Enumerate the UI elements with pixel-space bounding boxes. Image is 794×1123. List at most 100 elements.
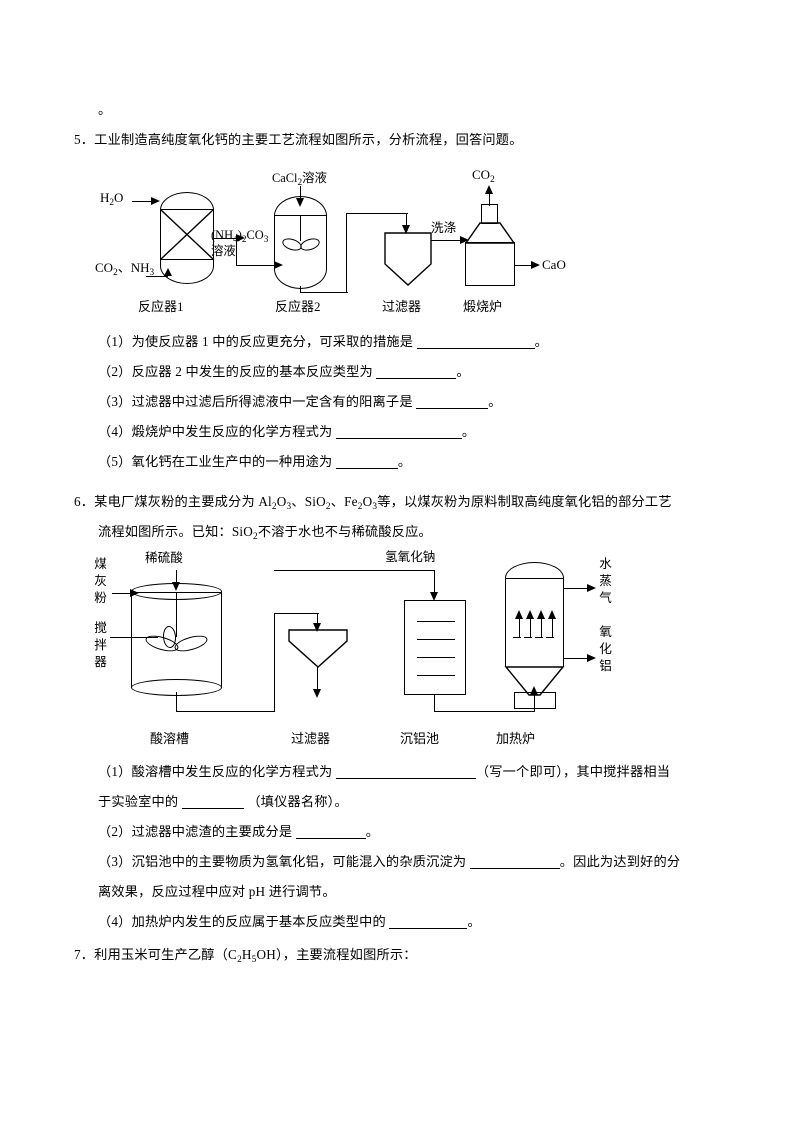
filter2-inlet-arrow (313, 623, 321, 632)
filter-inlet-horizontal (346, 213, 408, 215)
acid-tank-outlet-drop (176, 692, 178, 712)
co2-out-line (489, 193, 491, 206)
wash-arrow-head (460, 235, 469, 244)
heater-flow-base-3 (535, 637, 543, 639)
question-5-stem: 5．工业制造高纯度氧化钙的主要工艺流程如图所示，分析流程，回答问题。 (74, 125, 523, 155)
q7-b: H (241, 947, 252, 962)
steam-arrow-line (563, 588, 589, 590)
feed-arrow-line (112, 593, 132, 595)
label-ammonium-carbonate: (NH4)2CO3 (211, 228, 268, 245)
q6-item-1-tail: （写一个即可），其中搅拌器相当 (475, 764, 671, 779)
q5-item-5-blank[interactable] (335, 455, 398, 469)
label-sodium-hydroxide: 氢氧化钠 (385, 550, 436, 564)
label-cao: CaO (542, 257, 566, 272)
q5-item-1-blank[interactable] (416, 335, 535, 349)
q6-item-4-blank[interactable] (389, 915, 468, 929)
acid-inlet-line (176, 570, 178, 584)
caption-heater: 加热炉 (496, 731, 536, 746)
cacl2-inlet-line (300, 186, 302, 200)
label-dilute-sulfuric-acid: 稀硫酸 (145, 551, 183, 565)
filter-funnel (384, 232, 432, 286)
acid-tank-right-wall (221, 591, 223, 688)
q5-item-2-text: （2）反应器 2 中发生的反应的基本反应类型为 (98, 364, 373, 379)
q5-item-3: （3）过滤器中过滤后所得滤液中一定含有的阳离子是 。 (98, 387, 502, 417)
heater-flow-base-1 (513, 637, 521, 639)
heater-body (505, 577, 564, 667)
question-5-stem-text: ．工业制造高纯度氧化钙的主要工艺流程如图所示，分析流程，回答问题。 (80, 132, 523, 147)
q6-item-2: （2）过滤器中滤渣的主要成分是 。 (98, 817, 379, 847)
amc-s1: 4 (233, 235, 238, 245)
furnace-hood (464, 222, 516, 244)
q6-item-3-line2: 离效果，反应过程中应对 pH 进行调节。 (98, 884, 336, 899)
q5-item-3-blank[interactable] (416, 395, 489, 409)
q6-l2b: 不溶于水也不与稀硫酸反应。 (257, 524, 432, 539)
label-coal-ash-powder: 煤灰粉 (94, 557, 107, 605)
reactor1-out-arrow (236, 233, 245, 242)
q6-item-3-blank[interactable] (469, 855, 560, 869)
heater-flow-arrow-2 (526, 610, 534, 619)
h2o-tail: O (114, 190, 124, 205)
filter2-inlet-drop (317, 613, 319, 625)
q6-l1s4: 2 (357, 502, 363, 512)
heater-flow-stem-3 (541, 618, 543, 638)
settling-tank-line-2 (417, 639, 455, 641)
heater-flow-stem-2 (530, 618, 532, 638)
steam-arrow-head (587, 583, 596, 592)
filter2-outlet-line (317, 667, 319, 691)
q6-item-4-period: 。 (467, 914, 481, 929)
q6-l1d: 、Fe (330, 494, 358, 509)
q6-l1f: 等，以煤灰粉为原料制取高纯度氧化铝的部分工艺 (377, 494, 672, 509)
acid-tank-outlet-horizontal (176, 711, 275, 713)
q7-c: OH），主要流程如图所示： (256, 947, 417, 962)
q6-item-1-line2b: （填仪器名称）。 (247, 794, 348, 809)
h2o-text: H (100, 190, 110, 205)
q6-l1e: O (362, 494, 373, 509)
reactor2-outlet-stub (300, 286, 302, 293)
stray-mark: 。 (98, 102, 112, 117)
co2-out-sub: 2 (490, 175, 495, 185)
cacl2-s: 2 (297, 178, 303, 188)
reactor2-outlet-riser (346, 213, 348, 293)
caption-acid-tank: 酸溶槽 (150, 731, 190, 746)
caption-reactor-2: 反应器2 (275, 299, 321, 314)
h2o-sub: 2 (109, 198, 115, 208)
q7-a: ．利用玉米可生产乙醇（C (80, 947, 238, 962)
q5-item-4-blank[interactable] (335, 425, 462, 439)
cao-arrow-head (531, 260, 540, 269)
question-5-number: 5 (74, 132, 81, 147)
reactor2-top-cap (274, 196, 327, 216)
settling-tank-line-3 (417, 657, 455, 659)
q6-item-1-blank-2[interactable] (181, 795, 244, 809)
reactor2-outlet-horizontal (300, 292, 348, 294)
q5-item-2: （2）反应器 2 中发生的反应的基本反应类型为 。 (98, 357, 470, 387)
caption-reactor-1: 反应器1 (138, 299, 184, 314)
reactor1-body (160, 209, 214, 267)
q6-item-2-text: （2）过滤器中滤渣的主要成分是 (98, 824, 293, 839)
q6-l1s3: 2 (325, 502, 331, 512)
q5-item-5-period: 。 (397, 454, 412, 469)
label-alumina: 氧化铝 (599, 625, 612, 673)
q6-l1b: O (276, 494, 287, 509)
q6-item-1-blank[interactable] (335, 765, 476, 779)
q6-item-2-blank[interactable] (295, 825, 366, 839)
q6-l1a: ．某电厂煤灰粉的主要成分为 Al (80, 494, 272, 509)
q5-item-2-blank[interactable] (376, 365, 457, 379)
wash-arrow-line (431, 240, 462, 242)
settling-tank-line-4 (417, 675, 455, 677)
question-6-stem-line2: 流程如图所示。已知：SiO2不溶于水也不与稀硫酸反应。 (98, 517, 432, 552)
q6-item-1-line2a: 于实验室中的 (98, 794, 179, 809)
amc-c: CO (246, 228, 264, 242)
label-stirrer: 搅拌器 (94, 621, 107, 669)
filter2-outlet-arrow (313, 689, 321, 698)
reactor1-upper-plate (160, 209, 214, 211)
question-7-stem: 7．利用玉米可生产乙醇（C2H5OH），主要流程如图所示： (74, 940, 417, 975)
q5-item-5: （5）氧化钙在工业生产中的一种用途为 。 (98, 447, 411, 477)
q7-s2: 5 (251, 955, 257, 965)
q6-l1s1: 2 (271, 502, 277, 512)
reactor1-out-line (214, 238, 237, 240)
q6-item-3-text: （3）沉铝池中的主要物质为氢氧化铝，可能混入的杂质沉淀为 (98, 854, 467, 869)
label-ammonium-carbonate-solution: 溶液 (211, 244, 236, 258)
co2-out-arrow (485, 185, 493, 194)
q5-item-4-text: （4）煅烧炉中发生反应的化学方程式为 (98, 424, 333, 439)
acid-tank-blade-right (172, 632, 210, 655)
